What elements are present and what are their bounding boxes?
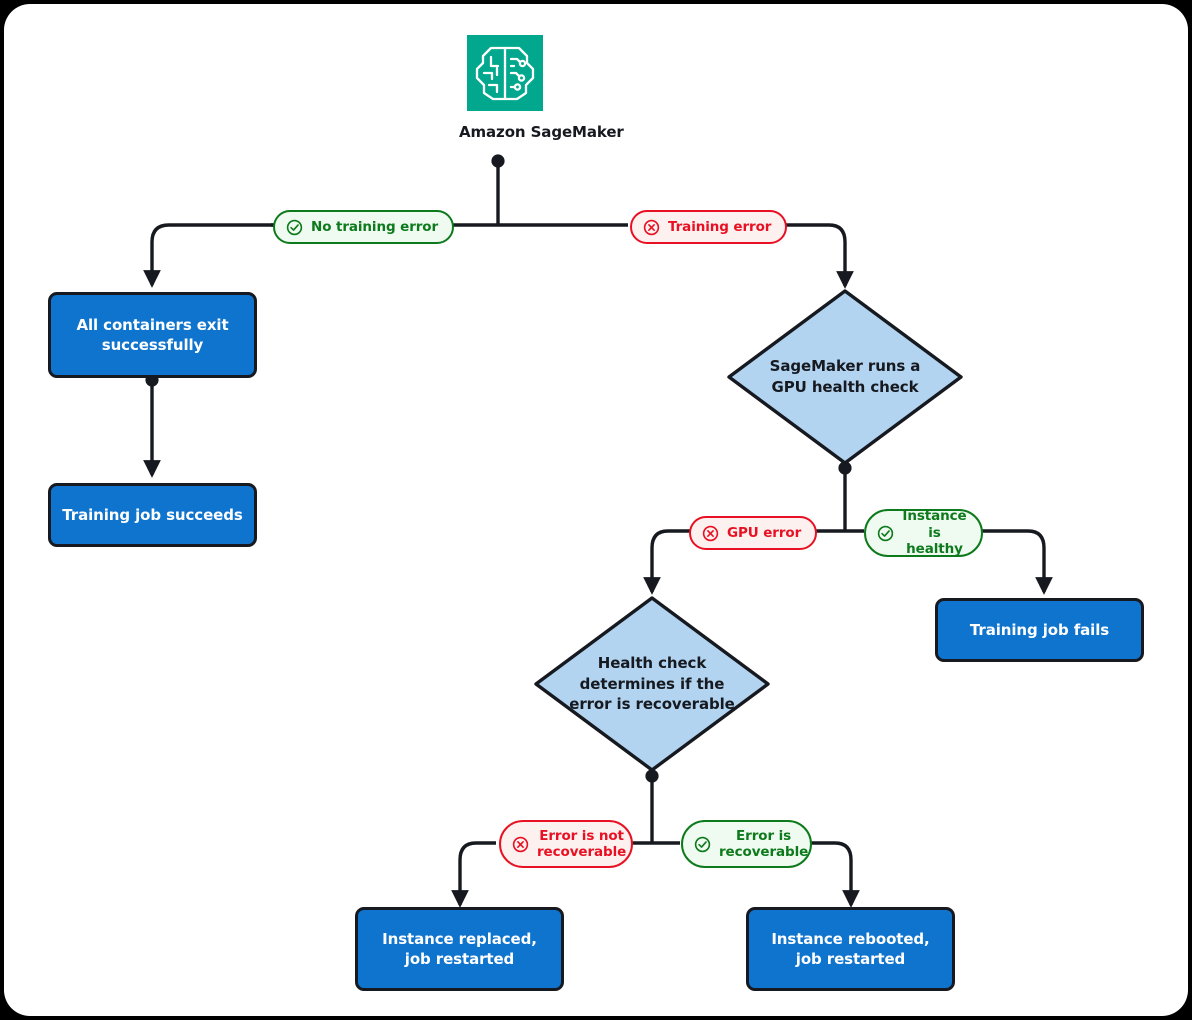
edge-healthy-to-job-fails <box>982 529 1053 595</box>
check-circle-icon <box>286 219 303 235</box>
process-training-job-succeeds: Training job succeeds <box>48 483 257 547</box>
decision-gpu-health-check: SageMaker runs a GPU health check <box>725 287 965 467</box>
edge-label-no-training-error: No training error <box>273 210 455 244</box>
edge-gpu-error-to-recoverable-check <box>643 529 690 595</box>
edge-not-recoverable-to-replaced <box>451 841 496 908</box>
junction-dot-healthcheck <box>838 461 852 475</box>
edge-label-error-not-recoverable: Error is not recoverable <box>499 820 633 868</box>
edge-label-training-error: Training error <box>630 210 788 244</box>
diagram-canvas: Amazon SageMaker SageMaker runs a GPU he… <box>4 4 1188 1016</box>
edge-label-error-recoverable: Error is recoverable <box>681 820 812 868</box>
process-all-containers-exit: All containers exit successfully <box>48 292 257 378</box>
edge-label-gpu-error: GPU error <box>689 516 818 550</box>
sagemaker-root-label: Amazon SageMaker <box>459 123 624 141</box>
process-training-job-fails: Training job fails <box>935 598 1144 662</box>
edge-training-error-to-healthcheck <box>769 223 854 289</box>
x-circle-icon <box>702 525 719 541</box>
process-instance-replaced: Instance replaced, job restarted <box>355 907 564 991</box>
edge-recoverable-to-rebooted <box>811 841 860 908</box>
sagemaker-root-node: Amazon SageMaker <box>459 35 624 141</box>
amazon-sagemaker-icon <box>467 35 543 111</box>
check-circle-icon <box>694 836 711 852</box>
decision-recoverable-check-label: Health check determines if the error is … <box>569 653 735 714</box>
edge-label-training-error-text: Training error <box>668 218 772 235</box>
edge-label-error-not-recoverable-text: Error is not recoverable <box>537 827 627 860</box>
check-circle-icon <box>877 525 894 541</box>
edge-label-error-recoverable-text: Error is recoverable <box>719 827 809 860</box>
x-circle-icon <box>643 219 660 235</box>
decision-recoverable-check: Health check determines if the error is … <box>532 594 772 774</box>
junction-dot-recoverable-check <box>645 769 659 783</box>
edge-no-error-to-containers <box>143 223 434 288</box>
edge-label-instance-healthy: Instance is healthy <box>864 508 983 558</box>
edge-label-gpu-error-text: GPU error <box>727 524 802 541</box>
connector-edges <box>143 154 1053 908</box>
edge-label-no-training-error-text: No training error <box>311 218 439 235</box>
x-circle-icon <box>512 836 529 852</box>
process-instance-rebooted: Instance rebooted, job restarted <box>746 907 955 991</box>
junction-dot-root <box>491 154 505 168</box>
edge-label-instance-healthy-text: Instance is healthy <box>902 508 967 558</box>
decision-gpu-health-check-label: SageMaker runs a GPU health check <box>769 357 921 396</box>
